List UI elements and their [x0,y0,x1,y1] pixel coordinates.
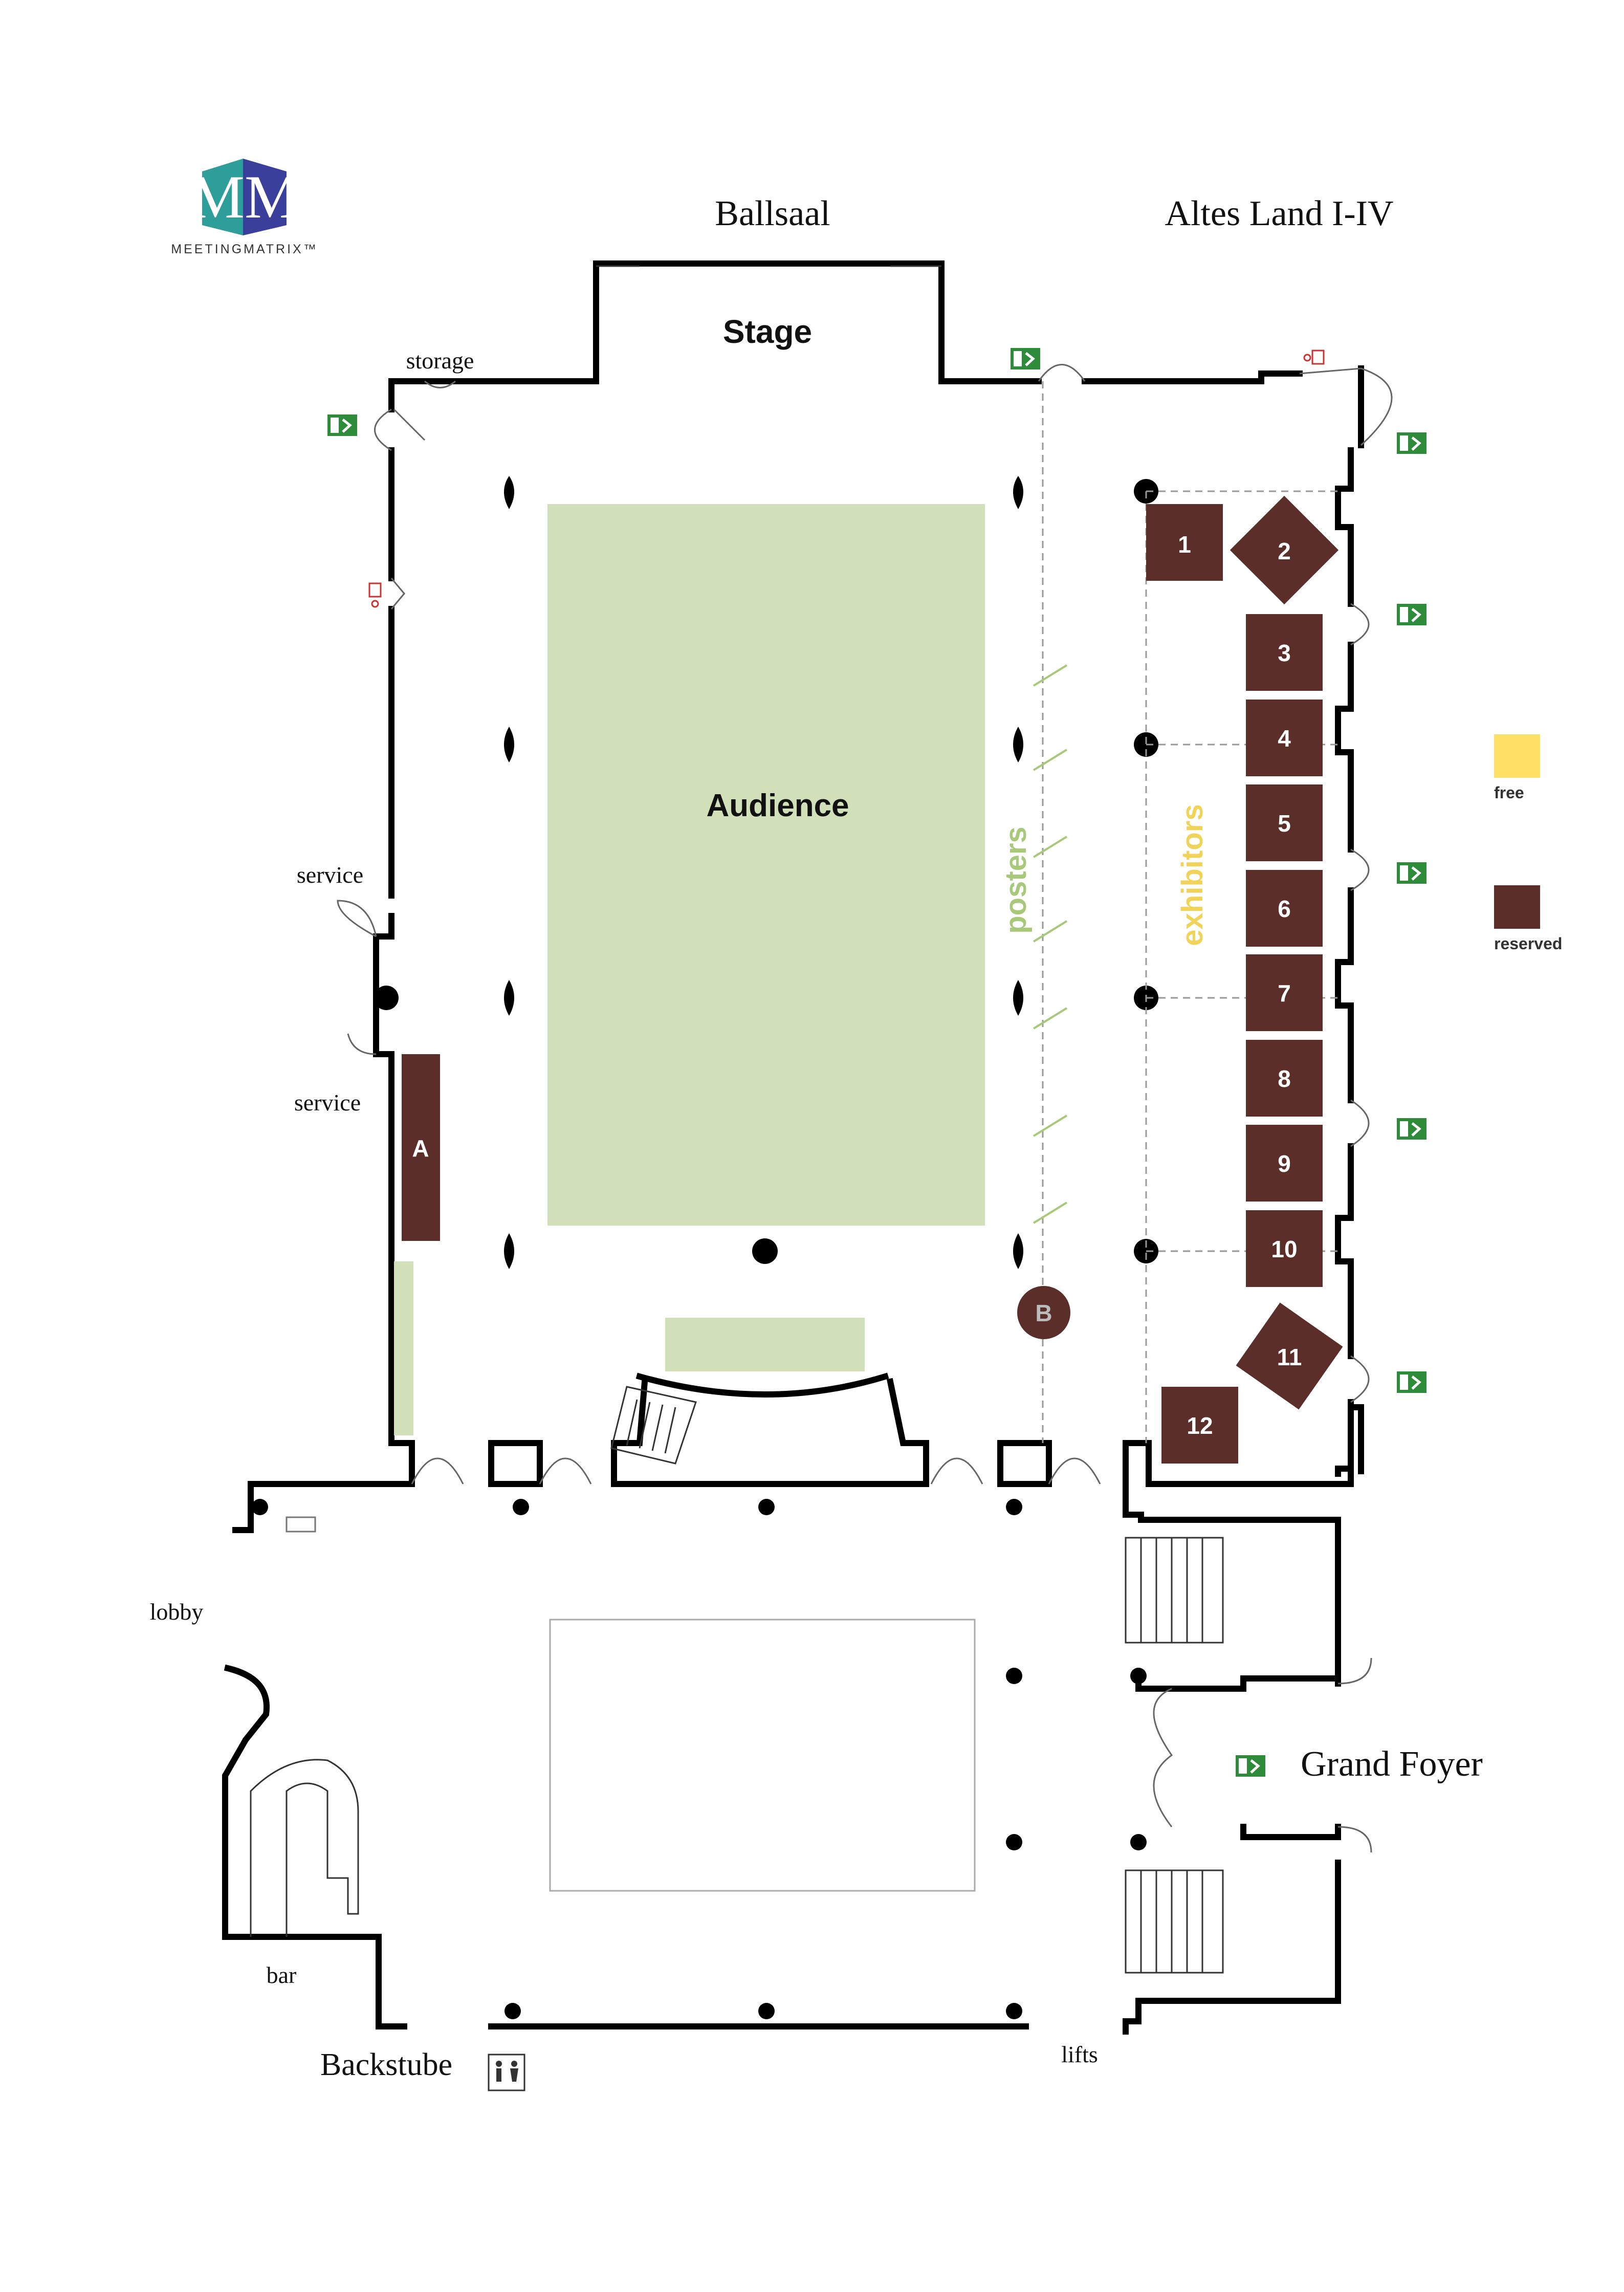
side-green-strip [394,1261,413,1435]
stage-front [610,1372,889,1465]
lobby-area [222,1516,1029,2029]
exhibitors-label: exhibitors [1176,804,1209,946]
meetingmatrix-logo: MM MEETINGMATRIX™ [171,159,318,256]
booth-6-label: 6 [1278,896,1291,922]
emergency-exit-icon [1397,862,1427,884]
lobby-floor-area [549,1619,976,1892]
booth-10-label: 10 [1271,1236,1297,1262]
label-bar: bar [267,1962,297,1988]
room-title-grand-foyer: Grand Foyer [1301,1744,1483,1784]
legend-reserved-label: reserved [1494,934,1562,953]
booth-4-label: 4 [1278,725,1291,752]
emergency-exit-icon [1011,348,1040,369]
legend: free reserved [1494,734,1562,953]
booth-b[interactable]: B [1017,1286,1070,1339]
booth-7[interactable]: 7 [1246,954,1323,1031]
audience-label: Audience [706,788,849,823]
foyer-walls [1123,1481,1372,2035]
columns [252,476,1158,2019]
booth-12[interactable]: 12 [1161,1387,1238,1464]
emergency-exit-icon [1397,604,1427,625]
booth-6[interactable]: 6 [1246,870,1323,947]
booth-a-label: A [412,1135,429,1162]
booth-9[interactable]: 9 [1246,1125,1323,1202]
room-title-ballsaal: Ballsaal [715,194,830,233]
fire-extinguishers [368,350,1325,608]
booth-3-label: 3 [1278,640,1291,666]
label-service-top: service [297,862,363,888]
booth-2[interactable]: 2 [1230,495,1339,605]
booth-1-label: 1 [1178,531,1191,558]
booth-3[interactable]: 3 [1246,614,1323,691]
booth-4[interactable]: 4 [1246,700,1323,776]
fire-extinguisher-icon [1303,350,1325,365]
legend-reserved-swatch [1494,885,1540,929]
booth-5-label: 5 [1278,810,1291,837]
emergency-exit-icon [1236,1755,1265,1777]
label-service-bottom: service [294,1089,361,1116]
booth-1[interactable]: 1 [1146,504,1223,581]
logo-letters: MM [190,163,299,231]
booth-7-label: 7 [1278,980,1291,1007]
emergency-exit-icon [327,414,357,436]
room-title-altes-land: Altes Land I-IV [1165,194,1393,233]
room-title-backstube: Backstube [320,2047,452,2082]
booth-9-label: 9 [1278,1150,1291,1177]
booth-b-label: B [1035,1300,1052,1326]
small-green-area [665,1318,865,1371]
logo-wordmark: MEETINGMATRIX™ [171,242,318,256]
doors [337,364,1393,1485]
emergency-exit-icon [1397,1371,1427,1393]
booth-12-label: 12 [1187,1412,1213,1439]
stage-label: Stage [723,313,812,350]
fire-extinguisher-icon [368,582,382,608]
booths[interactable]: 1 2 3 4 5 6 7 8 [402,495,1343,1464]
booth-a[interactable]: A [402,1054,440,1241]
emergency-exit-icon [1397,432,1427,454]
booth-2-label: 2 [1278,538,1291,564]
booth-8-label: 8 [1278,1065,1291,1092]
poster-boards [1033,664,1068,1224]
legend-free-swatch [1494,734,1540,778]
exit-signs [327,348,1427,1777]
booth-10[interactable]: 10 [1246,1210,1323,1287]
emergency-exit-icon [1397,1118,1427,1140]
audience-area [547,504,985,1226]
booth-5[interactable]: 5 [1246,784,1323,861]
booth-8[interactable]: 8 [1246,1040,1323,1117]
posters-label: posters [999,826,1033,934]
label-storage: storage [406,347,474,374]
booth-11[interactable]: 11 [1236,1302,1343,1410]
legend-free-label: free [1494,783,1524,802]
label-lifts: lifts [1061,2041,1098,2067]
label-lobby: lobby [150,1599,204,1625]
toilets-icon [488,2054,525,2091]
booth-11-label: 11 [1277,1344,1302,1370]
